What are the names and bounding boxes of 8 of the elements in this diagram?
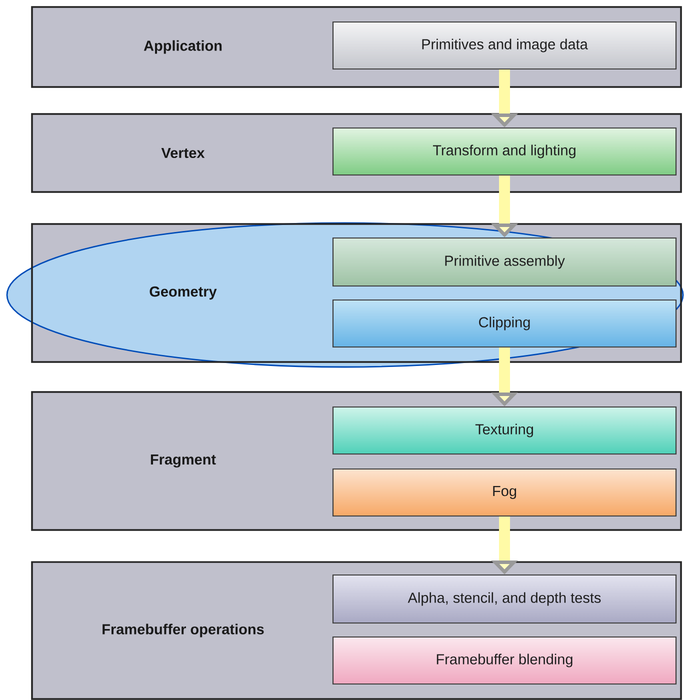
process-box: Fog	[332, 468, 677, 517]
process-box: Clipping	[332, 299, 677, 348]
process-box: Framebuffer blending	[332, 636, 677, 685]
process-box: Texturing	[332, 406, 677, 455]
process-box: Transform and lighting	[332, 127, 677, 176]
process-box: Alpha, stencil, and depth tests	[332, 574, 677, 624]
process-box: Primitive assembly	[332, 237, 677, 287]
process-box: Primitives and image data	[332, 21, 677, 70]
